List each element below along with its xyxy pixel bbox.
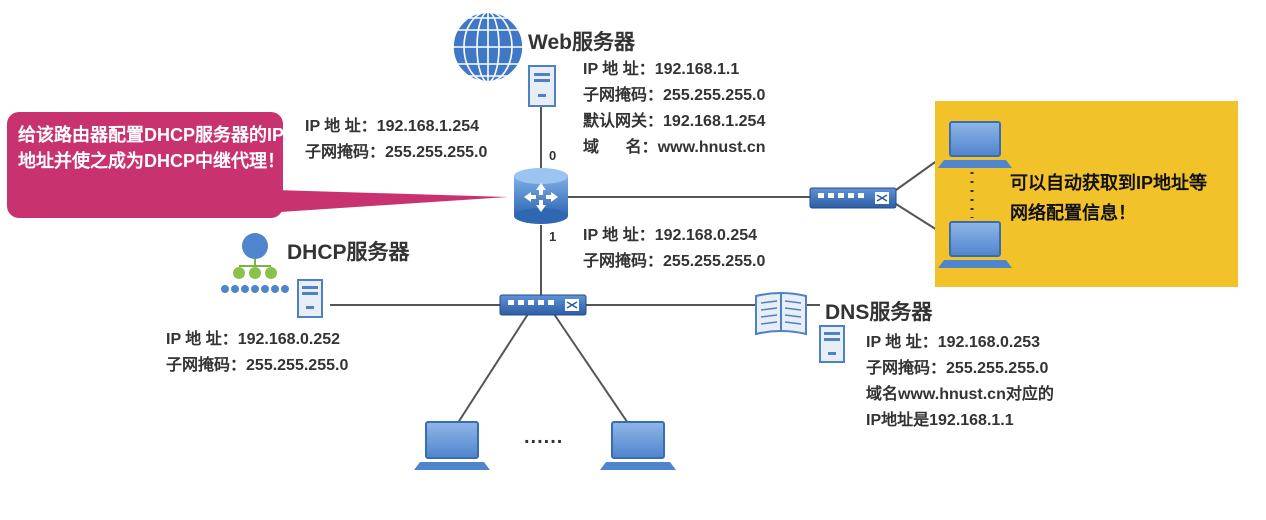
web-server-icon (528, 65, 556, 107)
connection-lines (330, 100, 946, 433)
dhcp-mask-value: 255.255.255.0 (246, 357, 349, 374)
dhcp-ip-value: 192.168.0.252 (237, 331, 341, 348)
dns-book-icon (755, 292, 807, 336)
if1-ip-label: IP 地 址： (583, 227, 655, 244)
web-gw-value: 192.168.1.254 (663, 113, 766, 130)
dns-mask-value: 255.255.255.0 (946, 360, 1049, 377)
router-if0-info: IP 地 址：192.168.1.254 子网掩码：255.255.255.0 (305, 114, 487, 166)
yellow-box-text: 可以自动获取到IP地址等网络配置信息！ (1010, 173, 1208, 223)
web-server-title: Web服务器 (528, 31, 635, 54)
if0-mask-label: 子网掩码： (305, 144, 386, 161)
dhcp-server-icon (297, 279, 323, 318)
web-ip-label: IP 地 址： (583, 61, 655, 78)
router-port-0: 0 (549, 148, 557, 163)
web-ip-value: 192.168.1.1 (654, 61, 740, 78)
web-gw-label: 默认网关： (583, 113, 664, 130)
dns-server-title: DNS服务器 (825, 301, 933, 324)
web-domain-value: www.hnust.cn (657, 139, 766, 156)
dhcp-server-info: IP 地 址：192.168.0.252 子网掩码：255.255.255.0 (166, 327, 348, 379)
web-server-info: IP 地 址：192.168.1.1 子网掩码：255.255.255.0 默认… (583, 57, 766, 161)
web-domain-label: 域 名： (583, 139, 658, 156)
if0-ip-label: IP 地 址： (305, 118, 377, 135)
dns-note-line2: IP地址是192.168.1.1 (866, 412, 1014, 429)
switch-bottom-icon (499, 294, 587, 316)
dhcp-ip-label: IP 地 址： (166, 331, 238, 348)
link-switch-pc1 (451, 313, 529, 433)
router-if1-info: IP 地 址：192.168.0.254 子网掩码：255.255.255.0 (583, 223, 765, 275)
if1-mask-value: 255.255.255.0 (663, 253, 766, 270)
dns-ip-label: IP 地 址： (866, 334, 938, 351)
router-icon (514, 168, 568, 224)
callout-bubble (7, 112, 283, 218)
web-mask-label: 子网掩码： (583, 87, 664, 104)
pc-right-bottom-icon (938, 221, 1012, 268)
dhcp-server-title: DHCP服务器 (287, 241, 410, 264)
if1-ip-value: 192.168.0.254 (654, 227, 758, 244)
pc-bottom-left-icon (414, 421, 490, 470)
dhcp-people-icon (221, 233, 289, 293)
dns-mask-label: 子网掩码： (866, 360, 947, 377)
dhcp-mask-label: 子网掩码： (166, 357, 247, 374)
dns-server-info: IP 地 址：192.168.0.253 子网掩码：255.255.255.0 … (866, 330, 1054, 434)
globe-icon (452, 11, 524, 83)
dns-note-line1: 域名www.hnust.cn对应的 (866, 386, 1054, 403)
link-switch-pc2 (553, 313, 635, 433)
dns-ip-value: 192.168.0.253 (937, 334, 1041, 351)
pc-right-top-icon (938, 121, 1012, 168)
callout-text: 给该路由器配置DHCP服务器的IP地址并使之成为DHCP中继代理！ (18, 125, 286, 171)
callout-pointer (275, 190, 508, 212)
dns-server-icon (819, 325, 845, 363)
if0-ip-value: 192.168.1.254 (376, 118, 480, 135)
switch-right-icon (809, 187, 897, 209)
web-mask-value: 255.255.255.0 (663, 87, 766, 104)
if0-mask-value: 255.255.255.0 (385, 144, 488, 161)
pc-bottom-right-icon (600, 421, 676, 470)
if1-mask-label: 子网掩码： (583, 253, 664, 270)
pc-ellipsis: ...... (524, 426, 564, 448)
router-port-1: 1 (549, 229, 557, 244)
